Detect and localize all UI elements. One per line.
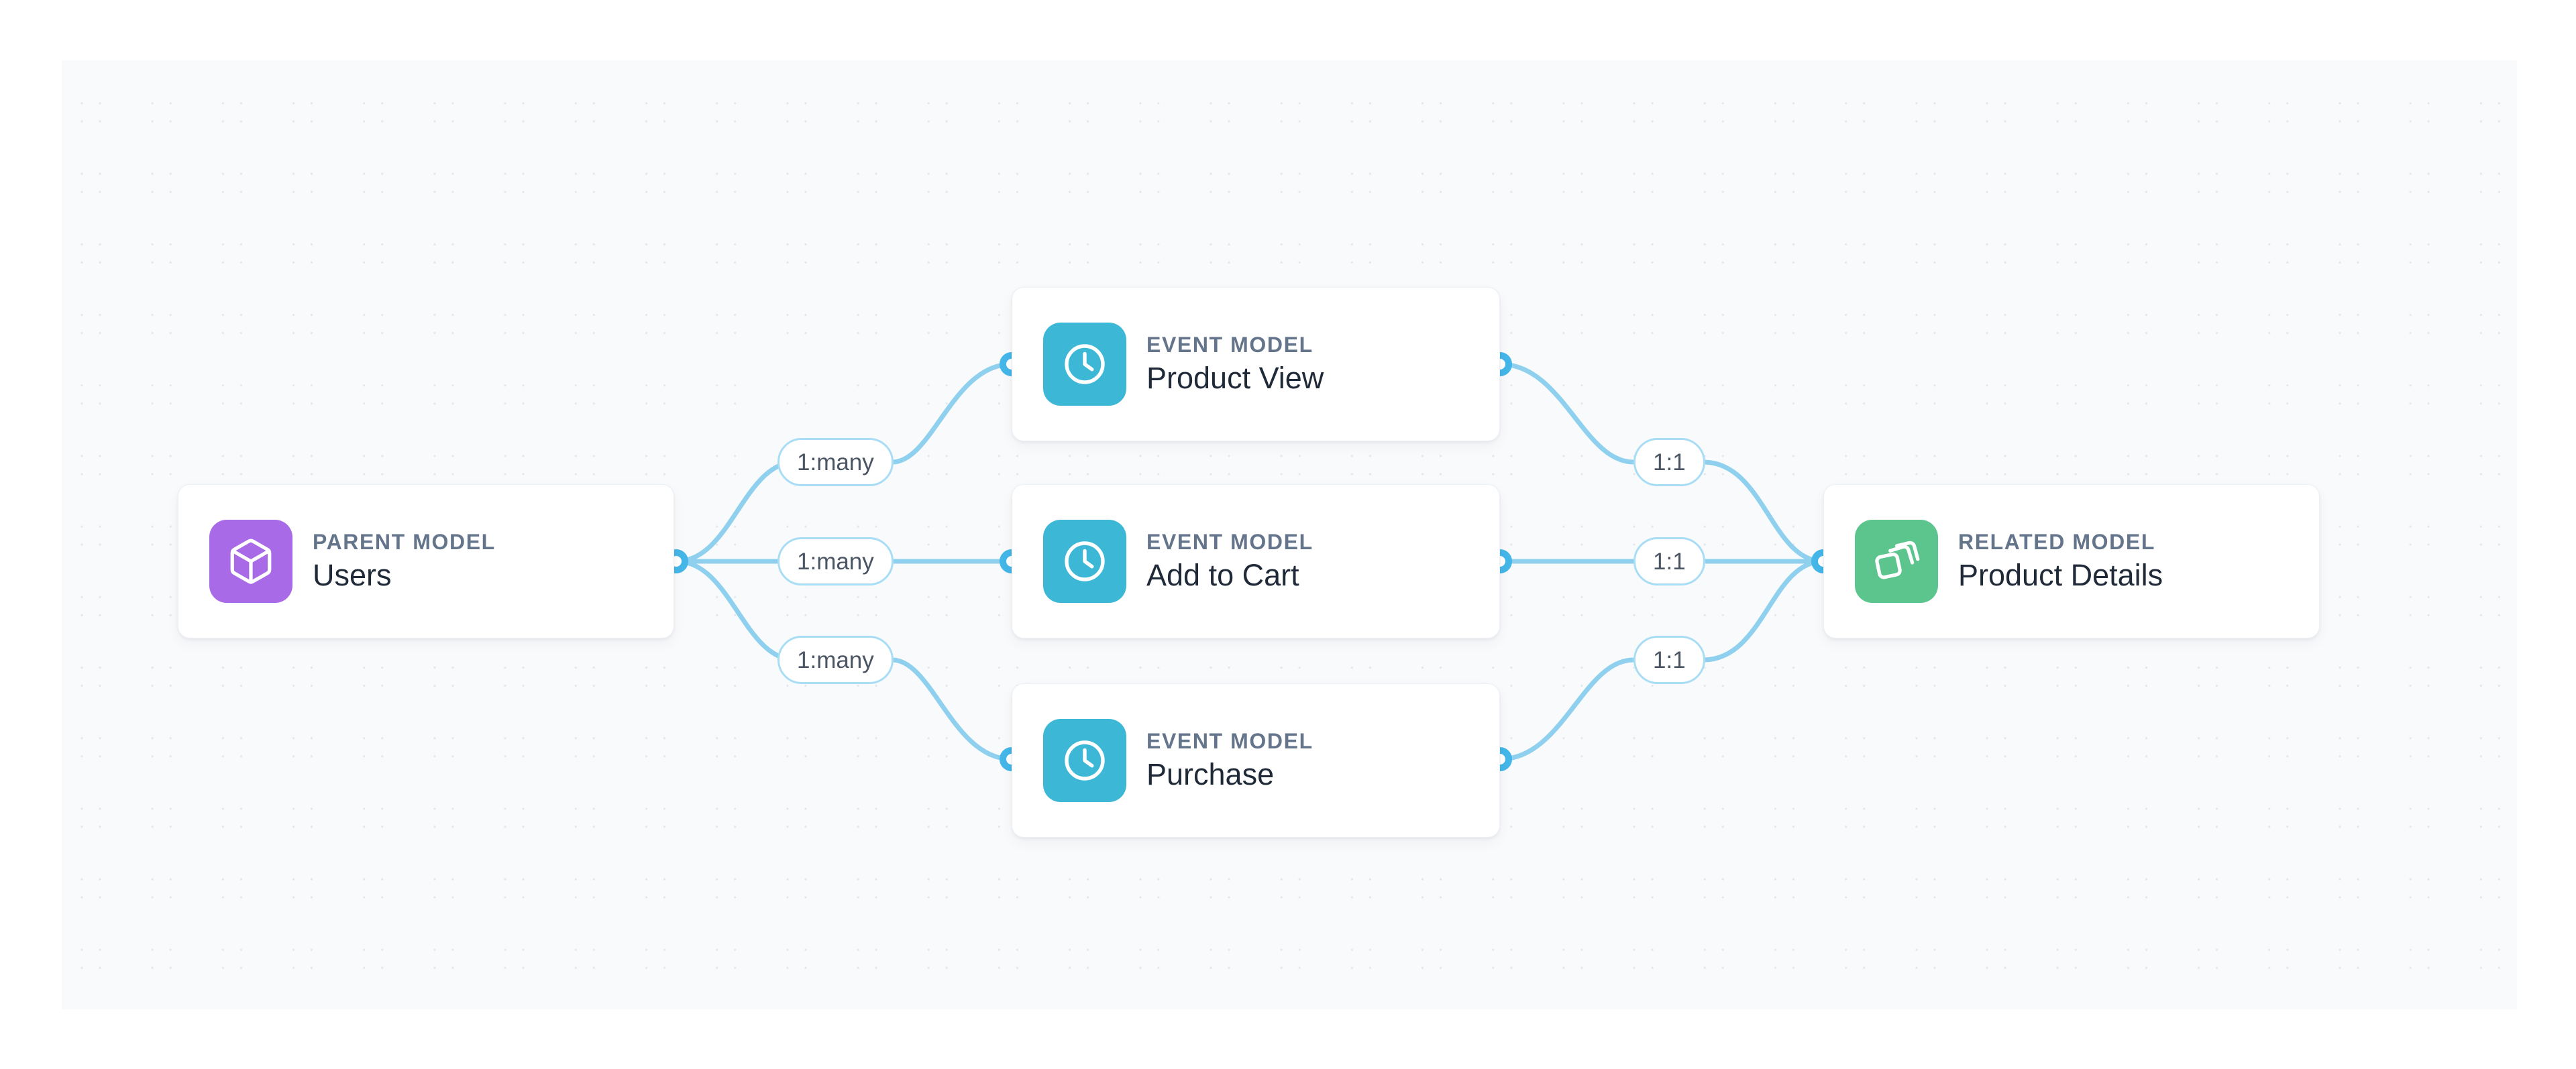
node-event-model-purchase[interactable]: EVENT MODEL Purchase: [1012, 683, 1500, 838]
relationship-badge[interactable]: 1:many: [777, 438, 894, 486]
node-title: Purchase: [1146, 756, 1275, 791]
relationship-badge[interactable]: 1:1: [1633, 438, 1705, 486]
node-event-model-add-to-cart[interactable]: EVENT MODEL Add to Cart: [1012, 484, 1500, 638]
node-title: Product Details: [1958, 557, 2163, 592]
node-kicker: PARENT MODEL: [313, 529, 496, 554]
cube-icon: [209, 520, 292, 603]
relationship-badge[interactable]: 1:many: [777, 636, 894, 684]
node-event-model-product-view[interactable]: EVENT MODEL Product View: [1012, 287, 1500, 441]
clock-icon: [1043, 719, 1126, 802]
relationship-badge[interactable]: 1:1: [1633, 537, 1705, 585]
node-parent-model[interactable]: PARENT MODEL Users: [178, 484, 674, 638]
node-kicker: EVENT MODEL: [1146, 529, 1313, 554]
node-title: Product View: [1146, 360, 1324, 395]
clock-icon: [1043, 323, 1126, 406]
clock-icon: [1043, 520, 1126, 603]
node-title: Users: [313, 557, 392, 592]
relationship-badge[interactable]: 1:many: [777, 537, 894, 585]
relationship-badge[interactable]: 1:1: [1633, 636, 1705, 684]
node-kicker: EVENT MODEL: [1146, 332, 1313, 357]
node-kicker: RELATED MODEL: [1958, 529, 2155, 554]
node-related-model[interactable]: RELATED MODEL Product Details: [1823, 484, 2320, 638]
node-title: Add to Cart: [1146, 557, 1299, 592]
layers-icon: [1855, 520, 1938, 603]
node-kicker: EVENT MODEL: [1146, 728, 1313, 753]
